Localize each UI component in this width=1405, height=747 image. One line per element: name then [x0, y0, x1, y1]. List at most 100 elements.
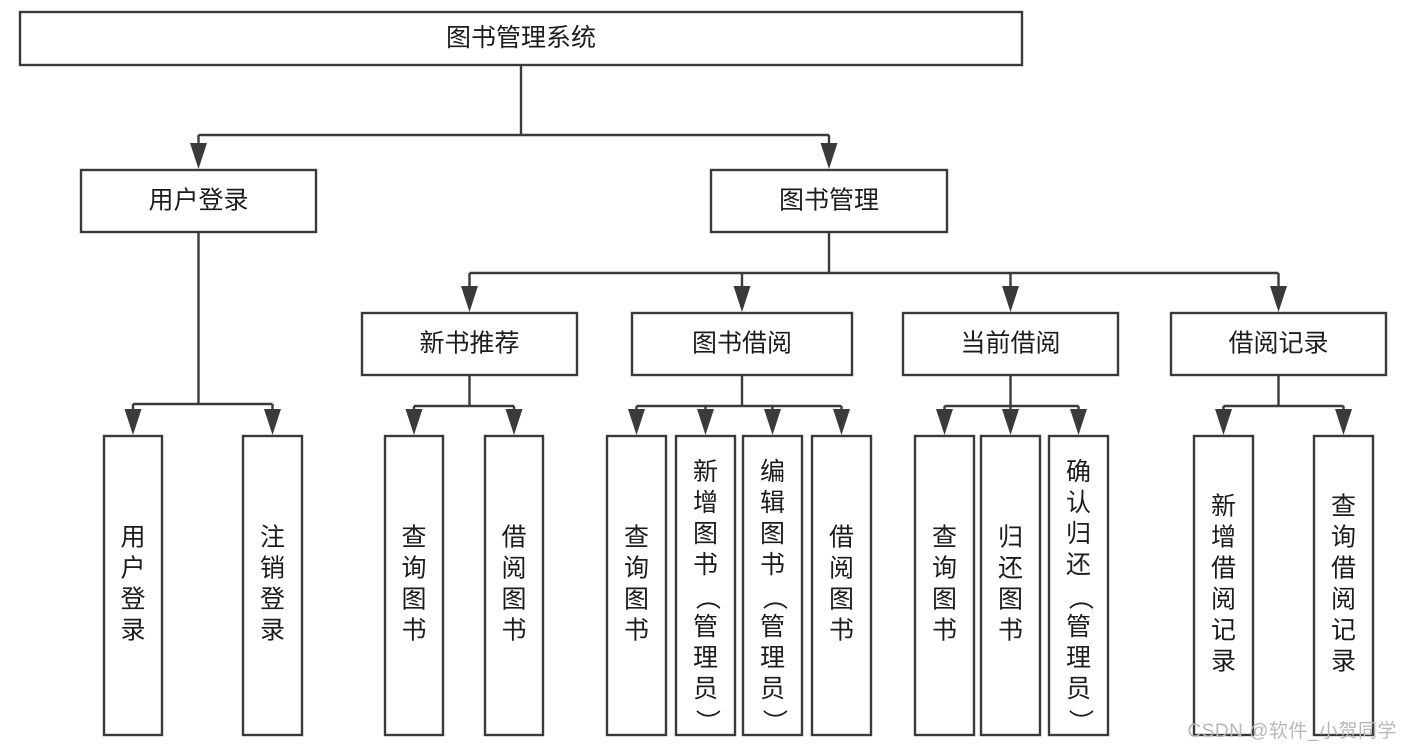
arrow-head-icon	[1002, 286, 1019, 312]
node-box-book-borrow	[630, 311, 854, 377]
node-label-char: 管	[760, 613, 785, 641]
node-label-char: 图	[829, 586, 854, 614]
node-label-root: 图书管理系统	[446, 24, 596, 52]
node-label-new-book-rec: 新书推荐	[419, 330, 519, 358]
node-label-char: 图	[760, 520, 785, 548]
node-label-char: 注	[260, 524, 285, 552]
node-label-char: 查	[1331, 493, 1356, 521]
node-label-char: ）	[693, 709, 721, 734]
node-label-char: 录	[1331, 648, 1356, 676]
node-label-char: 员	[1066, 675, 1091, 703]
node-label-char: 询	[624, 555, 649, 583]
arrow-head-icon	[1002, 409, 1019, 435]
node-label-char: 书	[401, 617, 426, 645]
node-label-char: 查	[932, 524, 957, 552]
arrow-head-icon	[820, 143, 838, 169]
node-label-char: 登	[120, 586, 145, 614]
node-label-char: 员	[693, 675, 718, 703]
node-label-char: 图	[932, 586, 957, 614]
node-layer: 图书管理系统用户登录图书管理新书推荐图书借阅当前借阅借阅记录用户登录注销登录查询…	[18, 10, 1388, 737]
node-label-char: 询	[932, 555, 957, 583]
node-label-char: 图	[501, 586, 526, 614]
node-label-char: 认	[1066, 489, 1091, 517]
node-label-char: 书	[760, 551, 785, 579]
node-label-char: 还	[1066, 551, 1091, 579]
node-label-char: 记	[1211, 617, 1236, 645]
arrow-head-icon	[190, 143, 207, 169]
node-current-borrow[interactable]: 当前借阅	[901, 311, 1120, 377]
node-root[interactable]: 图书管理系统	[18, 10, 1024, 67]
arrow-head-icon	[936, 409, 953, 435]
node-leaf-user-login[interactable]: 用户登录	[102, 434, 164, 737]
node-book-manage[interactable]: 图书管理	[709, 168, 949, 234]
node-borrow-record[interactable]: 借阅记录	[1169, 311, 1388, 377]
node-label-char: 理	[693, 644, 718, 672]
node-label-char: 图	[998, 586, 1023, 614]
node-label-char: （	[760, 585, 788, 610]
node-label-char: 阅	[1211, 586, 1236, 614]
node-new-book-rec[interactable]: 新书推荐	[360, 311, 579, 377]
node-book-borrow[interactable]: 图书借阅	[630, 311, 854, 377]
node-label-char: 查	[624, 524, 649, 552]
node-label-char: 编	[760, 458, 785, 486]
node-label-borrow-record: 借阅记录	[1228, 330, 1328, 358]
node-user-login[interactable]: 用户登录	[79, 168, 318, 234]
node-label-char: 管	[1066, 613, 1091, 641]
node-label-char: 阅	[501, 555, 526, 583]
connector-group-book-manage	[461, 232, 1287, 312]
node-label-char: 记	[1331, 617, 1356, 645]
node-label-char: 书	[501, 617, 526, 645]
connector-group-user-login	[124, 232, 281, 435]
node-label-char: 询	[401, 555, 426, 583]
connector-group-book-borrow	[628, 375, 850, 435]
node-label-book-manage: 图书管理	[779, 187, 879, 215]
node-label-char: 书	[693, 551, 718, 579]
node-label-char: 阅	[829, 555, 854, 583]
node-label-char: 阅	[1331, 586, 1356, 614]
arrow-head-icon	[1335, 409, 1352, 435]
node-label-char: 增	[693, 489, 718, 517]
connector-group-new-book-rec	[405, 375, 523, 435]
node-label-char: 书	[624, 617, 649, 645]
node-label-char: 书	[998, 617, 1023, 645]
node-label-char: （	[1066, 585, 1094, 610]
node-label-char: 员	[760, 675, 785, 703]
node-label-char: 新	[1211, 493, 1236, 521]
node-label-char: 书	[829, 617, 854, 645]
arrow-head-icon	[405, 409, 423, 435]
node-box-root	[18, 10, 1024, 67]
connector-layer	[124, 65, 1352, 435]
arrow-head-icon	[833, 409, 850, 435]
node-label-char: 查	[401, 524, 426, 552]
node-box-leaf-add-record	[1192, 434, 1255, 737]
node-label-user-login: 用户登录	[148, 187, 248, 215]
node-box-leaf-borrow-book	[810, 434, 873, 737]
node-label-current-borrow: 当前借阅	[960, 330, 1060, 358]
node-label-book-borrow: 图书借阅	[692, 330, 792, 358]
node-label-char: 录	[260, 617, 285, 645]
node-label-char: 图	[693, 520, 718, 548]
arrow-head-icon	[461, 286, 478, 312]
node-label-char: 销	[260, 555, 285, 583]
arrow-head-icon	[1215, 409, 1232, 435]
node-label-char: 录	[120, 617, 145, 645]
node-label-char: 增	[1211, 524, 1236, 552]
node-label-char: 借	[1211, 555, 1236, 583]
node-box-new-book-rec	[360, 311, 579, 377]
node-box-current-borrow	[901, 311, 1120, 377]
node-box-leaf-user-login	[102, 434, 164, 737]
node-box-book-manage	[709, 168, 949, 234]
